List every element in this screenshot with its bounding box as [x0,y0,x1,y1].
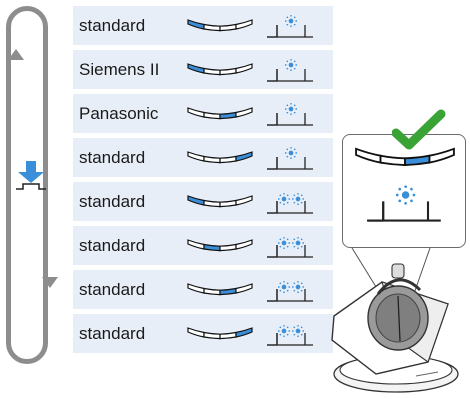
row-label: standard [79,324,146,343]
blink-light-icon [284,102,298,116]
row-label: standard [79,236,146,255]
volume-bar-icon [187,327,253,340]
volume-segment [235,107,253,118]
volume-segment [235,195,253,206]
row-label: standard [79,192,146,211]
light-indicator-icon [267,236,313,258]
light-indicator [265,55,315,90]
setting-row: Panasonic [73,94,333,133]
blink-light-icon [291,192,305,206]
light-indicator [265,187,315,222]
volume-bar-icon [187,195,253,208]
volume-segment [235,63,253,74]
headset-base-icon [331,263,459,393]
cycle-loop-arrow [6,6,48,364]
light-indicator [265,275,315,310]
volume-segment [235,239,253,250]
setting-row: standard [73,270,333,309]
light-indicator-icon [267,146,313,170]
volume-indicator [186,17,254,40]
light-indicator-icon [267,102,313,126]
blink-light-icon [277,280,291,294]
light-indicator-icon [267,324,313,346]
blink-light-icon [277,236,291,250]
setting-row: standard [73,226,333,265]
light-indicator [265,231,315,266]
blink-light-icon [277,324,291,338]
light-indicator-icon [267,280,313,302]
light-indicator-icon [267,58,313,82]
callout-light-indicator [364,179,444,232]
blink-light-icon [395,185,416,205]
volume-segment [428,147,455,164]
row-label: standard [79,16,146,35]
volume-bar-icon [187,151,253,164]
blink-light-icon [284,146,298,160]
blink-light-icon [284,58,298,72]
blink-light-icon [291,324,305,338]
volume-segment [235,327,253,338]
volume-indicator [186,149,254,172]
detail-callout [342,134,466,248]
setting-row: standard [73,138,333,177]
volume-indicator [186,61,254,84]
light-indicator-icon [267,14,313,38]
volume-segment [235,151,253,162]
light-indicator-icon [367,185,441,222]
volume-indicator [186,237,254,260]
blink-light-icon [277,192,291,206]
volume-bar-icon [187,283,253,296]
light-indicator [265,143,315,178]
blink-light-icon [291,280,305,294]
row-label: Siemens II [79,60,160,79]
volume-indicator [186,105,254,128]
volume-bar-icon [187,63,253,76]
light-indicator [265,319,315,354]
volume-segment [235,283,253,294]
volume-bar-icon [187,107,253,120]
row-label: standard [79,280,146,299]
light-indicator [265,99,315,134]
volume-bar-icon [187,19,253,32]
loop-arrow-down-icon [42,277,58,288]
volume-segment [235,19,253,30]
setting-row: standard [73,314,333,353]
loop-arrow-up-icon [8,49,24,60]
setting-row: standard [73,6,333,45]
volume-indicator [186,193,254,216]
blink-light-icon [291,236,305,250]
volume-indicator [186,325,254,348]
setting-row: standard [73,182,333,221]
blink-light-icon [284,14,298,28]
light-indicator [265,11,315,46]
light-indicator-icon [267,192,313,214]
row-label: Panasonic [79,104,159,123]
volume-bar-icon [187,239,253,252]
checkmark-icon [392,109,446,150]
button-press-icon [16,161,46,190]
row-label: standard [79,148,146,167]
setting-row: Siemens II [73,50,333,89]
volume-bar-icon [355,147,455,166]
volume-indicator [186,281,254,304]
callout-volume-indicator [353,144,457,177]
